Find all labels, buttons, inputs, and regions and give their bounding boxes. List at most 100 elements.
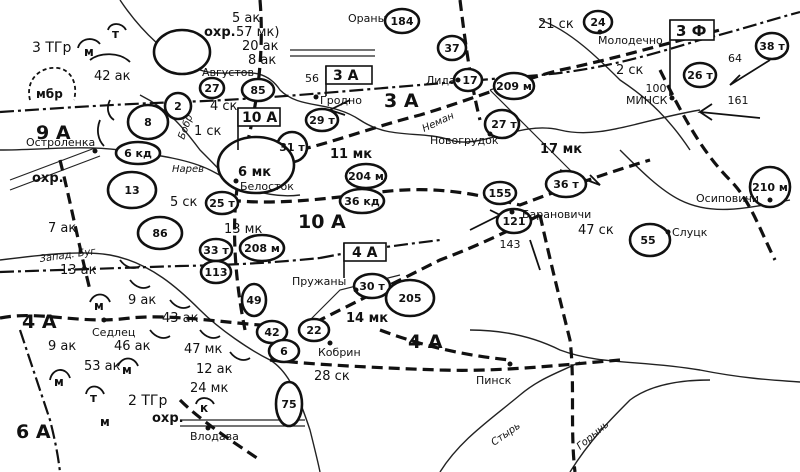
- unit-label-209m: 209 м: [496, 80, 532, 93]
- unit-avgustov-ring: [152, 28, 212, 76]
- unit-label-38t: 38 т: [759, 40, 785, 53]
- arrow-to-minsk: [697, 103, 761, 121]
- enemy-label-m-west: м: [54, 375, 64, 389]
- unit-label-8: 8: [144, 116, 152, 129]
- enemy-label-k-wlodawa: к: [200, 401, 208, 415]
- river-label-neman: Неман: [421, 110, 457, 134]
- city-pruzhany: [353, 287, 359, 293]
- front-west: [0, 314, 261, 327]
- river-south: [469, 329, 800, 383]
- unit-121: [495, 207, 533, 235]
- misc-labels: охр. охр. охр.: [32, 25, 236, 426]
- front-southwest: [178, 398, 261, 462]
- enemy-vlodava-arc: [195, 397, 215, 405]
- unit-184: [383, 7, 421, 35]
- unit-label-2: 2: [174, 100, 182, 113]
- hq-label-3f: 3 Ф: [676, 22, 707, 40]
- units: [106, 7, 792, 428]
- unit-210m: [748, 165, 792, 209]
- unit-label-26t: 26 т: [687, 69, 713, 82]
- place-label-minsk: МИНСК: [626, 94, 668, 107]
- city-minsk: [669, 95, 675, 101]
- enemy-m1-arc: [77, 38, 101, 49]
- army-label-9a: 9 А: [36, 122, 71, 144]
- unit-label-6kd: 6 кд: [124, 147, 152, 160]
- enemy-label-m-2tgr: м: [100, 415, 110, 429]
- unit-86: [136, 215, 184, 251]
- front-pinsk: [379, 328, 511, 362]
- corps-label-28sk: 28 ск: [314, 369, 350, 384]
- place-label-avgustov: Августов: [202, 66, 254, 79]
- corps-label-8ak: 8 ак: [248, 53, 276, 68]
- corps-label-57mk: 57 мк): [236, 25, 279, 40]
- unit-13: [106, 170, 158, 210]
- enemy-labels: мбр м т м м м т м к: [36, 27, 208, 429]
- unit-label-29t: 29 т: [309, 114, 335, 127]
- corps-label-20ak: 20 ак: [242, 39, 279, 54]
- unit-label-161: 161: [728, 94, 749, 107]
- corps-label-46ak: 46 ак: [114, 339, 151, 354]
- enemy-42-arc: [89, 53, 131, 63]
- city-osipovichi: [767, 197, 773, 203]
- corps-label-4sk: 4 ск: [210, 99, 238, 114]
- unit-label-37: 37: [444, 42, 459, 55]
- enemy-53-arc: [117, 357, 139, 367]
- unit-label-36kd: 36 кд: [344, 195, 380, 208]
- unit-27t: [483, 108, 521, 140]
- city-ostrolenka: [92, 148, 98, 154]
- front-center: [229, 158, 651, 207]
- river-label-goryn: Горынь: [575, 419, 612, 452]
- enemy-hooks-2: [149, 329, 251, 361]
- corps-label-42ak: 42 ак: [94, 69, 131, 84]
- place-label-vlodava: Влодава: [190, 430, 239, 443]
- unit-22: [297, 317, 331, 343]
- front-vertical-2: [458, 0, 482, 121]
- enemy-west-arc: [49, 369, 71, 381]
- place-label-pruzhany: Пружаны: [292, 275, 346, 288]
- corps-label-5ak: 5 ак: [232, 11, 260, 26]
- corps-label-1sk: 1 ск: [194, 124, 222, 139]
- army-labels: 9 А 10 А 3 А 4 А 4 А 6 А 3 ТГр 2 ТГр: [16, 40, 443, 443]
- river-label-narev: Нарев: [172, 164, 204, 175]
- unit-label-36t: 36 т: [553, 178, 579, 191]
- corps-label-21sk: 21 ск: [538, 17, 574, 32]
- hq-label-4a: 4 А: [352, 245, 378, 261]
- corps-label-13ak: 13 ак: [60, 263, 97, 278]
- city-lida: [455, 77, 461, 83]
- unit-label-205: 205: [399, 292, 422, 305]
- hq-flag-labels: 3 А 10 А 4 А 3 Ф: [242, 22, 707, 261]
- enemy-label-mbr: мбр: [36, 87, 63, 101]
- unit-label-75: 75: [281, 398, 296, 411]
- road-line-1: [9, 147, 96, 181]
- unit-label-64: 64: [728, 52, 742, 65]
- unit-label-86: 86: [152, 227, 168, 240]
- place-label-orany: Ораны: [348, 12, 386, 25]
- corps-label-17mk: 17 мк: [540, 142, 582, 157]
- corps-label-5sk: 5 ск: [170, 195, 198, 210]
- unit-label-55: 55: [640, 234, 655, 247]
- unit-25t: [204, 190, 240, 216]
- arrow-38t: [729, 59, 771, 86]
- army-label-4a-west: 4 А: [22, 311, 57, 333]
- unit-6kd: [114, 140, 162, 166]
- unit-2: [163, 91, 193, 121]
- unit-85: [240, 77, 276, 103]
- arrow-143: [529, 239, 541, 271]
- enemy-label-m-sedlec: м: [94, 299, 104, 313]
- corps-label-2sk: 2 ск: [616, 63, 644, 78]
- unit-label-155: 155: [489, 187, 512, 200]
- place-label-molodechno: Молодечно: [598, 34, 663, 47]
- place-label-ostrolenka: Остроленка: [26, 136, 95, 149]
- corps-label-47sk: 47 ск: [578, 223, 614, 238]
- unit-label-143: 143: [500, 238, 521, 251]
- river-goryn: [569, 379, 711, 472]
- unit-209m: [492, 71, 536, 101]
- river-northeast: [539, 19, 691, 151]
- unit-6: [267, 338, 301, 364]
- unit-label-42: 42: [264, 326, 279, 339]
- unit-label-24: 24: [590, 16, 606, 29]
- unit-label-208m: 208 м: [244, 242, 280, 255]
- misc-label-okhr-top: охр.: [204, 25, 236, 40]
- unit-label-113: 113: [205, 266, 228, 279]
